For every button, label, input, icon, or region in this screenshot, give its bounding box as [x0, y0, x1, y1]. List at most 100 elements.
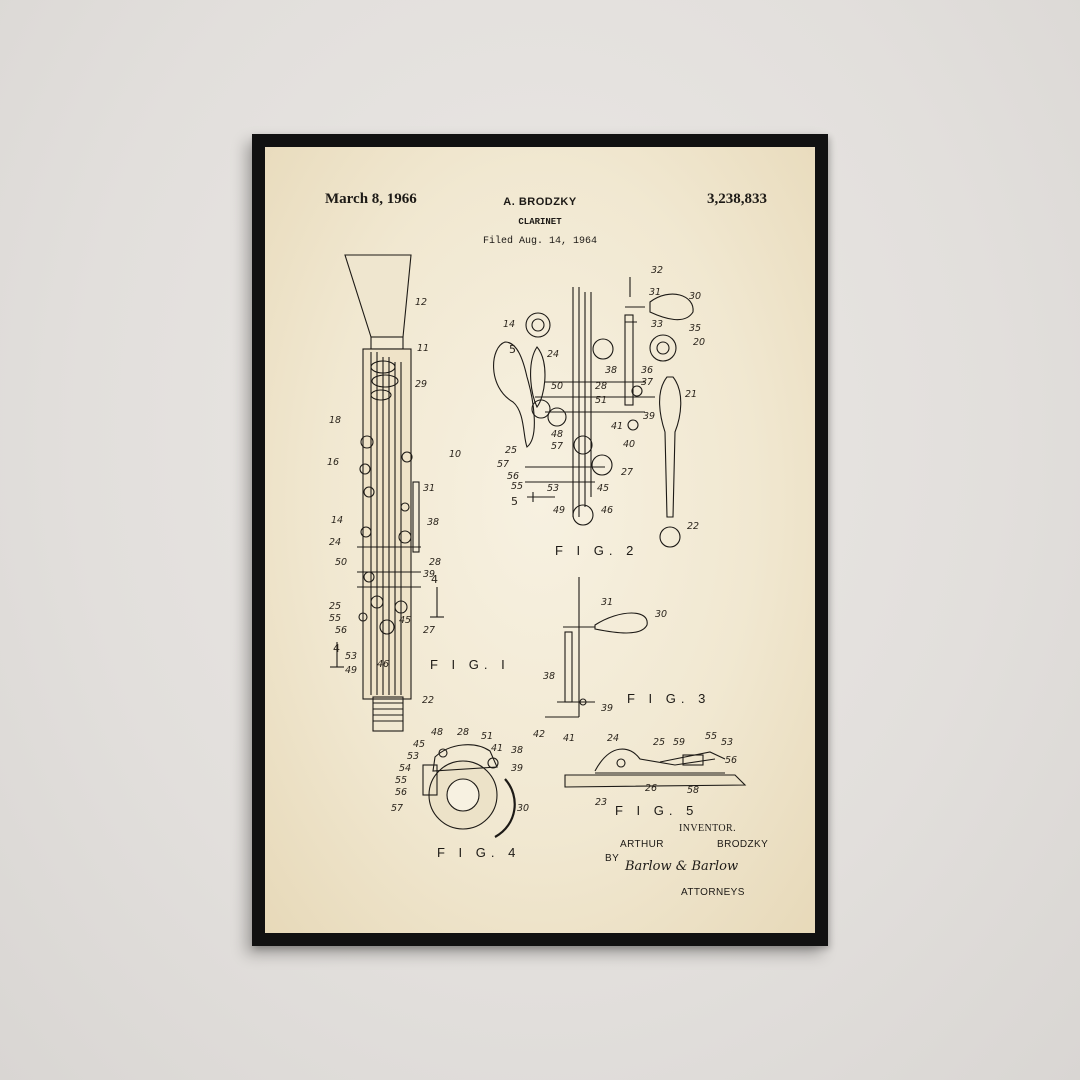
attorney-signature: Barlow & Barlow	[625, 859, 739, 874]
fig5-drawing	[564, 748, 747, 788]
svg-text:31: 31	[649, 287, 661, 298]
svg-text:56: 56	[507, 471, 519, 482]
fig1-label: F I G. I	[430, 657, 510, 672]
svg-text:4: 4	[431, 573, 438, 586]
fig2-key-mechanism-drawing	[493, 277, 694, 548]
svg-text:18: 18	[329, 415, 341, 426]
patent-date: March 8, 1966	[325, 191, 417, 207]
svg-text:38: 38	[543, 671, 555, 682]
svg-text:5: 5	[509, 343, 516, 356]
attorneys-label: ATTORNEYS	[681, 887, 745, 898]
inventor-label: INVENTOR.	[679, 823, 737, 834]
svg-text:39: 39	[511, 763, 523, 774]
svg-text:57: 57	[551, 441, 563, 452]
svg-text:50: 50	[335, 557, 347, 568]
svg-text:41: 41	[563, 733, 575, 744]
svg-text:24: 24	[607, 733, 619, 744]
svg-text:41: 41	[491, 743, 503, 754]
svg-text:57: 57	[497, 459, 509, 470]
svg-text:55: 55	[329, 613, 341, 624]
svg-text:57: 57	[391, 803, 403, 814]
svg-text:25: 25	[329, 601, 341, 612]
fig5-label: F I G. 5	[615, 803, 698, 818]
svg-text:30: 30	[689, 291, 701, 302]
fig5-reference-numerals: 24 25 59 55 53 56 26 58 23	[595, 731, 737, 808]
svg-text:49: 49	[345, 665, 357, 676]
fig4-label: F I G. 4	[437, 845, 520, 860]
svg-text:53: 53	[547, 483, 559, 494]
svg-text:24: 24	[329, 537, 341, 548]
svg-text:33: 33	[651, 319, 663, 330]
svg-text:46: 46	[601, 505, 613, 516]
svg-text:55: 55	[511, 481, 523, 492]
fig1-clarinet-drawing	[330, 254, 444, 732]
svg-text:24: 24	[547, 349, 559, 360]
svg-text:16: 16	[327, 457, 339, 468]
svg-text:14: 14	[331, 515, 343, 526]
patent-number: 3,238,833	[707, 191, 767, 207]
patent-drawings: 12 11 29 18 16 10 31 14 38 24 50 28 39 2…	[327, 254, 747, 860]
patent-subject: CLARINET	[518, 217, 562, 227]
svg-text:31: 31	[601, 597, 613, 608]
svg-text:56: 56	[395, 787, 407, 798]
svg-text:42: 42	[533, 729, 545, 740]
fig3-label: F I G. 3	[627, 691, 710, 706]
svg-text:49: 49	[553, 505, 565, 516]
svg-text:20: 20	[693, 337, 705, 348]
poster-frame: March 8, 1966 A. BRODZKY 3,238,833 CLARI…	[252, 134, 828, 946]
svg-text:11: 11	[417, 343, 429, 354]
svg-text:38: 38	[605, 365, 617, 376]
svg-text:25: 25	[653, 737, 665, 748]
svg-text:5: 5	[511, 495, 518, 508]
svg-text:36: 36	[641, 365, 653, 376]
svg-text:12: 12	[415, 297, 427, 308]
svg-text:28: 28	[429, 557, 441, 568]
svg-text:46: 46	[377, 659, 389, 670]
by-label: BY	[605, 853, 620, 864]
svg-text:45: 45	[399, 615, 411, 626]
svg-text:14: 14	[503, 319, 515, 330]
svg-text:32: 32	[651, 265, 663, 276]
fig4-cross-section-drawing	[422, 744, 516, 838]
svg-text:45: 45	[413, 739, 425, 750]
svg-text:48: 48	[551, 429, 563, 440]
svg-text:55: 55	[395, 775, 407, 786]
fig2-label: F I G. 2	[555, 543, 638, 558]
svg-text:53: 53	[721, 737, 733, 748]
svg-text:38: 38	[511, 745, 523, 756]
svg-text:27: 27	[423, 625, 435, 636]
svg-text:48: 48	[431, 727, 443, 738]
svg-text:51: 51	[595, 395, 607, 406]
svg-text:41: 41	[611, 421, 623, 432]
fig1-reference-numerals: 12 11 29 18 16 10 31 14 38 24 50 28 39 2…	[327, 297, 461, 706]
svg-text:21: 21	[685, 389, 697, 400]
svg-text:54: 54	[399, 763, 411, 774]
svg-text:29: 29	[415, 379, 427, 390]
svg-text:28: 28	[595, 381, 607, 392]
svg-text:53: 53	[345, 651, 357, 662]
svg-text:22: 22	[687, 521, 699, 532]
svg-text:22: 22	[422, 695, 434, 706]
svg-text:50: 50	[551, 381, 563, 392]
svg-text:30: 30	[517, 803, 529, 814]
svg-text:35: 35	[689, 323, 701, 334]
svg-text:23: 23	[595, 797, 607, 808]
svg-text:39: 39	[601, 703, 613, 714]
svg-text:37: 37	[641, 377, 653, 388]
svg-text:59: 59	[673, 737, 685, 748]
svg-text:26: 26	[645, 783, 657, 794]
svg-text:30: 30	[655, 609, 667, 620]
svg-text:51: 51	[481, 731, 493, 742]
svg-text:27: 27	[621, 467, 633, 478]
svg-text:56: 56	[335, 625, 347, 636]
svg-text:31: 31	[423, 483, 435, 494]
fig3-drawing	[545, 577, 648, 718]
svg-text:10: 10	[449, 449, 461, 460]
svg-text:40: 40	[623, 439, 635, 450]
svg-text:39: 39	[643, 411, 655, 422]
fig2-reference-numerals: 32 31 30 33 35 20 14 5 24 38 36 37 50 28…	[497, 265, 705, 532]
svg-text:53: 53	[407, 751, 419, 762]
patent-filed-date: Filed Aug. 14, 1964	[482, 236, 598, 247]
svg-text:58: 58	[687, 785, 699, 796]
svg-text:28: 28	[457, 727, 469, 738]
